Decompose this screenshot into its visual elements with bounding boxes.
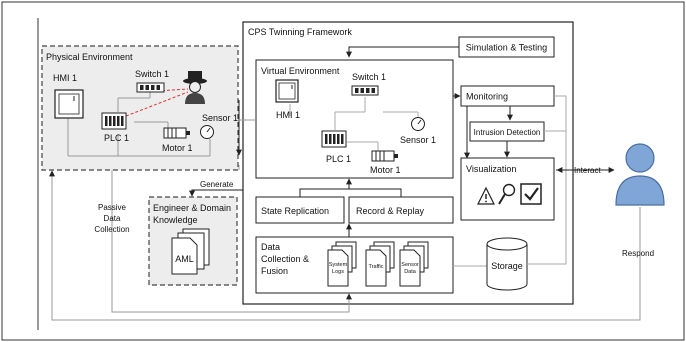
traffic-label: Traffic bbox=[369, 264, 384, 270]
hmi-label: HMI 1 bbox=[53, 73, 77, 83]
plc-label: PLC 1 bbox=[104, 133, 129, 143]
switch-icon bbox=[136, 82, 165, 93]
physical-environment-title: Physical Environment bbox=[46, 52, 133, 62]
virtual-motor-icon bbox=[371, 150, 398, 162]
generate-label: Generate bbox=[200, 180, 234, 189]
virtual-motor-label: Motor 1 bbox=[370, 165, 401, 175]
monitoring-label: Monitoring bbox=[466, 92, 508, 102]
intrusion-detection-label: Intrusion Detection bbox=[474, 128, 541, 137]
respond-line bbox=[49, 170, 641, 321]
aml-doc-icon bbox=[171, 228, 210, 275]
framework-title: CPS Twinning Framework bbox=[248, 27, 352, 37]
sensor-data-line-2: Data bbox=[404, 269, 417, 275]
magnifier-icon bbox=[498, 183, 516, 205]
passive-line-2: Data bbox=[104, 214, 121, 223]
cps-twinning-framework: CPS Twinning Framework Simulation & Test… bbox=[242, 21, 574, 305]
virtual-sensor-icon bbox=[411, 117, 425, 131]
engineer-title-line-1: Engineer & Domain bbox=[153, 203, 231, 213]
engineer-title-line-2: Knowledge bbox=[153, 215, 198, 225]
sensor-data-doc: Sensor Data bbox=[399, 241, 429, 287]
storage-icon bbox=[486, 237, 528, 291]
storage-label: Storage bbox=[491, 261, 523, 271]
engineer-knowledge: Engineer & Domain Knowledge AML bbox=[148, 196, 238, 286]
virtual-plc-label: PLC 1 bbox=[326, 154, 351, 164]
virtual-environment-title: Virtual Environment bbox=[261, 66, 340, 76]
plc-icon bbox=[101, 112, 127, 130]
virtual-plc-icon bbox=[321, 130, 347, 148]
interact-label: Interact bbox=[574, 166, 601, 175]
data-collection-line-1: Data bbox=[261, 242, 280, 252]
virtual-switch-icon bbox=[351, 85, 379, 96]
passive-collection-line bbox=[111, 170, 352, 313]
aml-label: AML bbox=[175, 254, 194, 264]
motor-icon bbox=[163, 127, 190, 139]
respond-label: Respond bbox=[622, 249, 654, 258]
passive-line-3: Collection bbox=[94, 225, 129, 234]
sensor-label: Sensor 1 bbox=[202, 113, 238, 123]
switch-label: Switch 1 bbox=[135, 69, 169, 79]
state-replication-box bbox=[255, 196, 345, 224]
hacker-icon bbox=[183, 71, 207, 104]
data-collection-line-2: Collection & bbox=[261, 254, 309, 264]
motor-label: Motor 1 bbox=[162, 143, 193, 153]
virtual-hmi-icon bbox=[275, 79, 299, 103]
checkbox-icon bbox=[520, 183, 542, 205]
sensor-icon bbox=[200, 125, 214, 139]
system-logs-line-1: System bbox=[329, 262, 348, 268]
physical-environment: Physical Environment HMI 1 Switch 1 bbox=[41, 45, 239, 171]
visualization-label: Visualization bbox=[466, 164, 516, 174]
simulation-testing-label: Simulation & Testing bbox=[466, 43, 547, 53]
virtual-sensor-label: Sensor 1 bbox=[400, 135, 436, 145]
virtual-hmi-label: HMI 1 bbox=[276, 110, 300, 120]
data-collection-line-3: Fusion bbox=[261, 266, 288, 276]
attack-line-plc bbox=[125, 91, 189, 117]
warning-icon bbox=[477, 186, 495, 205]
state-replication-label: State Replication bbox=[261, 206, 329, 216]
hmi-icon bbox=[54, 89, 84, 119]
system-logs-line-2: Logs bbox=[332, 269, 344, 275]
user-icon bbox=[615, 143, 665, 206]
generate-arrow bbox=[189, 189, 243, 197]
record-replay-label: Record & Replay bbox=[356, 206, 425, 216]
sensor-data-line-1: Sensor bbox=[401, 262, 419, 268]
passive-line-1: Passive bbox=[98, 203, 127, 212]
virtual-switch-label: Switch 1 bbox=[352, 72, 386, 82]
traffic-doc: Traffic bbox=[365, 241, 395, 287]
system-logs-doc: System Logs bbox=[327, 241, 357, 287]
